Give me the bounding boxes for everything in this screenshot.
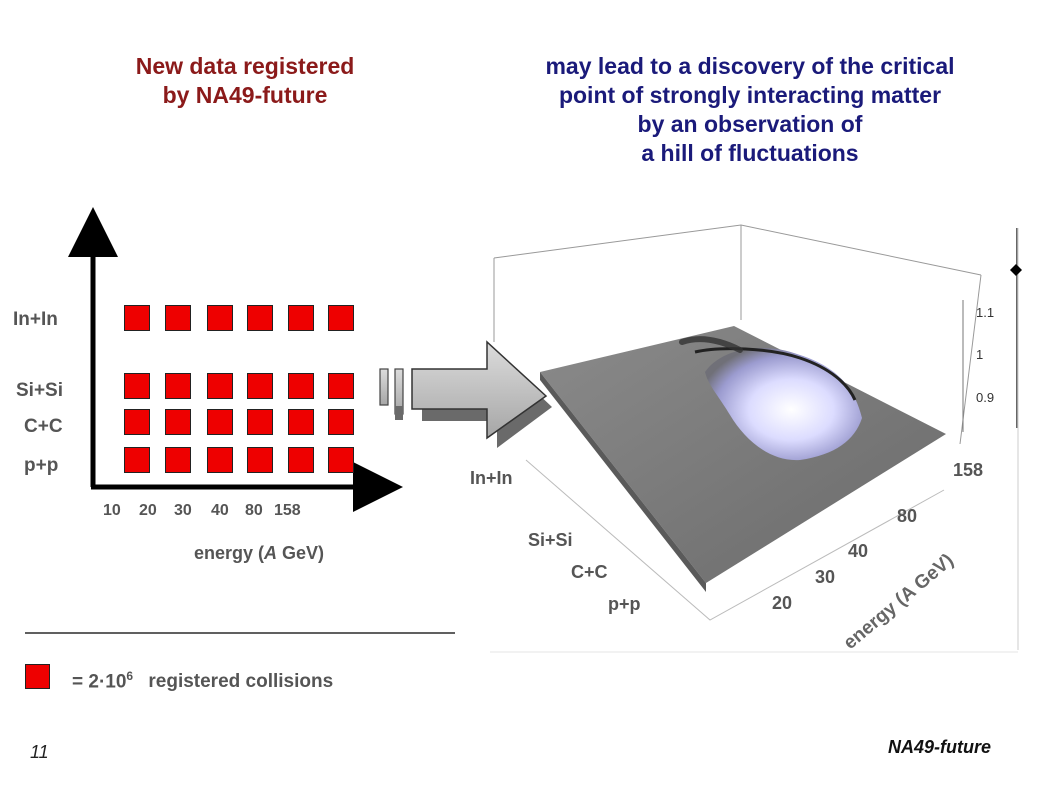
collision-cell-in-in-20 <box>165 305 191 331</box>
collision-cell-p-p-30 <box>207 447 233 473</box>
right-title-line-4: a hill of fluctuations <box>641 140 859 166</box>
hill-trough <box>679 336 743 353</box>
legend-description: registered collisions <box>148 671 334 693</box>
collision-cell-in-in-30 <box>207 305 233 331</box>
plot-energy-30: 30 <box>815 567 835 587</box>
energy-tick-80: 80 <box>245 502 263 519</box>
collision-cell-c-c-40 <box>247 409 273 435</box>
surface-plane-dark-edge <box>540 372 706 592</box>
plot-reaction-in-in: In+In <box>470 468 513 488</box>
energy-tick-158: 158 <box>274 502 301 519</box>
energy-tick-20: 20 <box>139 502 157 519</box>
plot-energy-158: 158 <box>953 460 983 480</box>
plot-reaction-c-c: C+C <box>571 562 608 582</box>
left-title-line-1: New data registered <box>135 53 355 79</box>
energy-axis-label: energy (A GeV) <box>194 543 324 564</box>
right-title: may lead to a discovery of the critical … <box>470 52 1030 168</box>
left-title: New data registered by NA49-future <box>95 52 395 110</box>
collision-cell-p-p-40 <box>247 447 273 473</box>
collision-cell-c-c-158 <box>328 409 354 435</box>
legend-exponent: 6 <box>126 669 134 683</box>
energy-label-prefix: energy ( <box>194 543 265 563</box>
collision-cell-si-si-20 <box>165 373 191 399</box>
row-label-p-p: p+p <box>24 455 59 476</box>
collision-cell-c-c-20 <box>165 409 191 435</box>
collision-cell-si-si-80 <box>288 373 314 399</box>
collision-cell-si-si-30 <box>207 373 233 399</box>
plot-energy-20: 20 <box>772 593 792 613</box>
block-arrow <box>411 340 548 440</box>
legend-text: = 2·106 registered collisions <box>72 669 333 693</box>
collision-cell-si-si-158 <box>328 373 354 399</box>
energy-label-suffix: GeV) <box>277 543 325 563</box>
right-title-line-1: may lead to a discovery of the critical <box>545 53 955 79</box>
z-tick-0-9: 0.9 <box>976 390 994 405</box>
energy-label-italic: A <box>264 543 278 563</box>
collision-cell-c-c-30 <box>207 409 233 435</box>
legend-prefix: = 2·10 <box>72 671 127 693</box>
arrow-tail-bar-1 <box>379 368 389 406</box>
left-title-line-2: by NA49-future <box>162 82 328 108</box>
hill-ridge <box>694 347 857 401</box>
row-label-in-in: In+In <box>13 309 58 330</box>
legend-cell <box>25 664 50 689</box>
collision-cell-p-p-80 <box>288 447 314 473</box>
collision-cell-c-c-80 <box>288 409 314 435</box>
row-label-c-c: C+C <box>24 416 63 437</box>
plot-energy-80: 80 <box>897 506 917 526</box>
diamond-marker-icon <box>1010 264 1022 276</box>
energy-tick-30: 30 <box>174 502 192 519</box>
energy-tick-40: 40 <box>211 502 229 519</box>
energy-tick-10: 10 <box>103 502 121 519</box>
collision-cell-in-in-10 <box>124 305 150 331</box>
z-tick-1: 1 <box>976 347 983 362</box>
page-number: 11 <box>30 742 49 762</box>
right-title-line-3: by an observation of <box>637 111 863 137</box>
collision-cell-si-si-10 <box>124 373 150 399</box>
collision-cell-c-c-10 <box>124 409 150 435</box>
row-label-si-si: Si+Si <box>16 380 63 401</box>
collision-cell-in-in-80 <box>288 305 314 331</box>
collision-cell-p-p-10 <box>124 447 150 473</box>
collision-cell-si-si-40 <box>247 373 273 399</box>
collision-cell-in-in-40 <box>247 305 273 331</box>
arrow-tail-bar-2-shadow <box>395 406 403 420</box>
right-title-line-2: point of strongly interacting matter <box>558 82 942 108</box>
fluctuation-hill <box>705 347 862 461</box>
plot-energy-40: 40 <box>848 541 868 561</box>
brand-label: NA49-future <box>888 737 992 757</box>
z-tick-1-1: 1.1 <box>976 305 994 320</box>
collision-cell-in-in-158 <box>328 305 354 331</box>
collision-cell-p-p-20 <box>165 447 191 473</box>
box-bottom <box>525 459 945 621</box>
collision-cell-p-p-158 <box>328 447 354 473</box>
plot-reaction-si-si: Si+Si <box>528 530 573 550</box>
plot-reaction-p-p: p+p <box>608 594 641 614</box>
z-axis-marker-line <box>1016 228 1018 428</box>
